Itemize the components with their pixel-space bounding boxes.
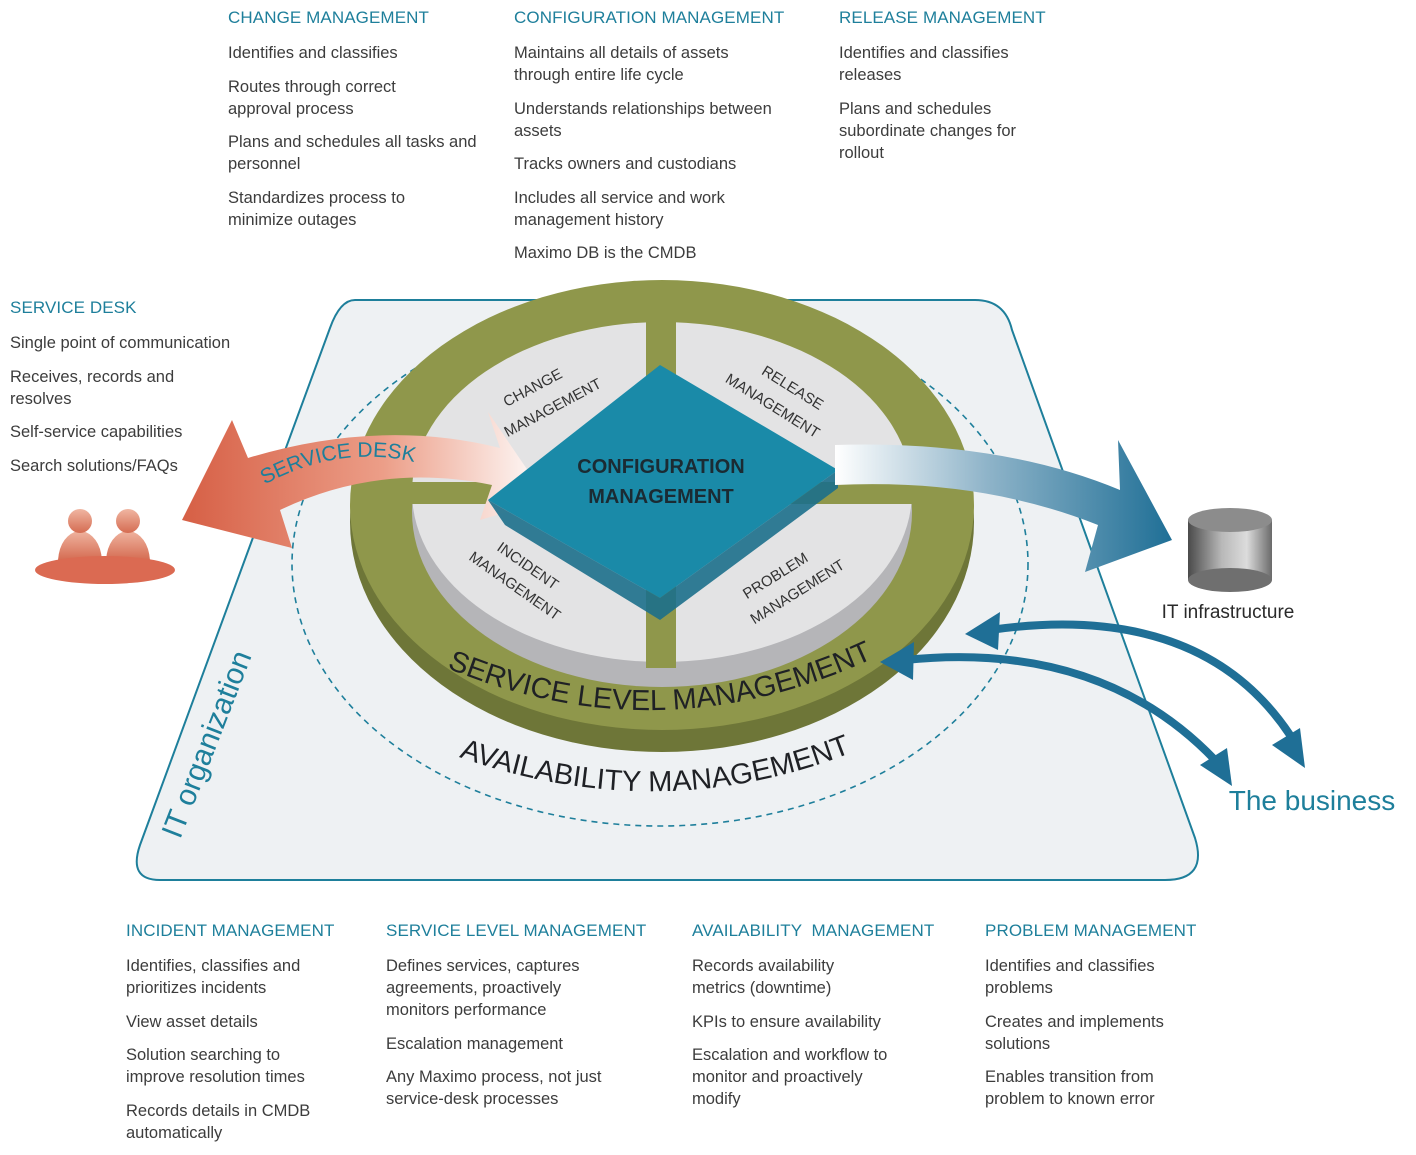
list-item: Includes all service and work management… <box>514 188 725 229</box>
list-item: Single point of communication <box>10 334 231 352</box>
infrastructure-label: IT infrastructure <box>1162 602 1295 623</box>
problem-management-heading: PROBLEM MANAGEMENT <box>985 921 1197 940</box>
center-label-line1: CONFIGURATION <box>577 456 744 478</box>
list-item: Self-service capabilities <box>10 423 183 441</box>
itil-process-diagram: CONFIGURATION MANAGEMENT CHANGE MANAGEME… <box>35 280 1396 881</box>
list-item: Enables transition from problem to known… <box>985 1068 1155 1108</box>
list-item: Identifies and classifies problems <box>985 957 1155 997</box>
change-management-list: Identifies and classifies Routes through… <box>228 42 498 231</box>
configuration-management-block: CONFIGURATION MANAGEMENT Maintains all d… <box>514 8 814 276</box>
center-label-line2: MANAGEMENT <box>588 486 734 508</box>
configuration-management-list: Maintains all details of assets through … <box>514 42 814 264</box>
list-item: Solution searching to improve resolution… <box>126 1046 305 1086</box>
list-item: View asset details <box>126 1012 258 1031</box>
infrastructure-arrow <box>835 440 1172 572</box>
availability-management-block: AVAILABILITY MANAGEMENT Records availabi… <box>692 921 952 1122</box>
availability-management-list: Records availability metrics (downtime) … <box>692 955 952 1110</box>
availability-boundary <box>291 301 1029 827</box>
release-management-heading: RELEASE MANAGEMENT <box>839 8 1046 27</box>
list-item: Standardizes process to minimize outages <box>228 188 406 229</box>
business-arrows <box>901 620 1294 764</box>
list-item: Understands relationships between assets <box>514 99 772 140</box>
list-item: Any Maximo process, not just service-des… <box>386 1068 602 1108</box>
business-label: The business <box>1229 785 1396 816</box>
problem-management-block: PROBLEM MANAGEMENT Identifies and classi… <box>985 921 1225 1122</box>
service-desk-heading: SERVICE DESK <box>10 298 137 317</box>
service-level-management-list: Defines services, captures agreements, p… <box>386 955 656 1110</box>
list-item: Plans and schedules subordinate changes … <box>839 99 1017 162</box>
business-arrowheads <box>880 612 1305 786</box>
list-item: Records availability metrics (downtime) <box>692 957 835 997</box>
release-management-list: Identifies and classifies releases Plans… <box>839 42 1069 164</box>
service-desk-arrow <box>182 412 548 548</box>
incident-management-block: INCIDENT MANAGEMENT Identifies, classifi… <box>126 921 366 1155</box>
service-level-management-heading: SERVICE LEVEL MANAGEMENT <box>386 921 647 940</box>
database-icon <box>1188 508 1272 592</box>
problem-management-list: Identifies and classifies problems Creat… <box>985 955 1225 1110</box>
people-icon <box>35 509 175 584</box>
service-desk-block: SERVICE DESK Single point of communicati… <box>10 298 270 488</box>
list-item: KPIs to ensure availability <box>692 1012 881 1031</box>
diamond-shadow <box>488 470 838 620</box>
list-item: Search solutions/FAQs <box>10 456 178 475</box>
list-item: Escalation management <box>386 1034 564 1053</box>
list-item: Defines services, captures agreements, p… <box>386 957 580 1019</box>
change-management-heading: CHANGE MANAGEMENT <box>228 8 429 27</box>
list-item: Routes through correct approval process <box>228 77 396 118</box>
list-item: Identifies and classifies releases <box>839 44 1009 84</box>
incident-management-heading: INCIDENT MANAGEMENT <box>126 921 335 940</box>
list-item: Records details in CMDB automatically <box>126 1101 311 1142</box>
incident-management-list: Identifies, classifies and prioritizes i… <box>126 955 366 1144</box>
list-item: Plans and schedules all tasks and person… <box>228 133 477 173</box>
list-item: Tracks owners and custodians <box>514 155 737 173</box>
list-item: Maintains all details of assets through … <box>514 44 729 84</box>
list-item: Receives, records and resolves <box>10 367 175 408</box>
availability-management-heading: AVAILABILITY MANAGEMENT <box>692 921 935 940</box>
list-item: Identifies, classifies and prioritizes i… <box>126 957 301 997</box>
service-level-management-block: SERVICE LEVEL MANAGEMENT Defines service… <box>386 921 656 1122</box>
list-item: Escalation and workflow to monitor and p… <box>692 1046 888 1108</box>
release-management-block: RELEASE MANAGEMENT Identifies and classi… <box>839 8 1069 175</box>
change-management-block: CHANGE MANAGEMENT Identifies and classif… <box>228 8 498 242</box>
list-item: Maximo DB is the CMDB <box>514 244 697 262</box>
configuration-management-diamond <box>488 365 838 598</box>
list-item: Creates and implements solutions <box>985 1012 1164 1053</box>
service-desk-list: Single point of communication Receives, … <box>10 332 270 477</box>
configuration-management-heading: CONFIGURATION MANAGEMENT <box>514 8 785 27</box>
list-item: Identifies and classifies <box>228 44 398 62</box>
